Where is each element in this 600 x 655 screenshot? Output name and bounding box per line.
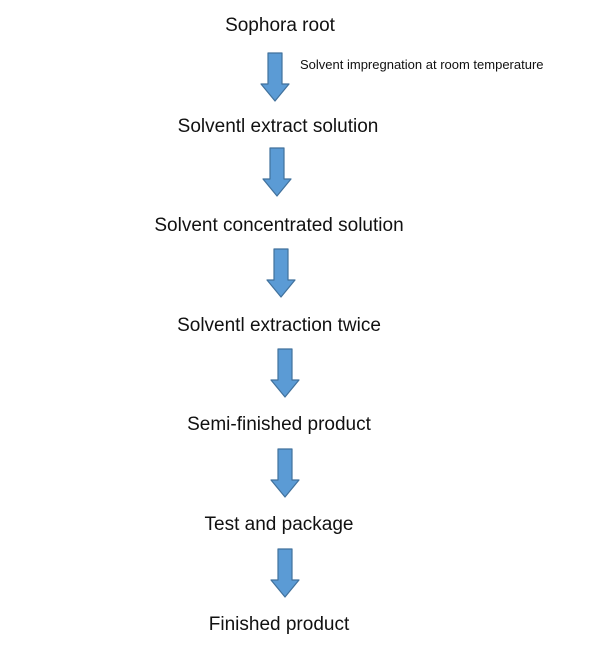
step-finished-product: Finished product <box>208 614 350 635</box>
step-solventl-extraction-twice: Solventl extraction twice <box>177 315 381 336</box>
step-solvent-concentrated-solution: Solvent concentrated solution <box>154 215 404 236</box>
down-arrow-icon <box>262 147 292 197</box>
down-arrow-icon <box>270 548 300 598</box>
step-sophora-root: Sophora root <box>225 15 335 36</box>
down-arrow-icon <box>270 348 300 398</box>
down-arrow-icon <box>270 448 300 498</box>
down-arrow-icon <box>266 248 296 298</box>
step-solventl-extract-solution: Solventl extract solution <box>177 116 379 137</box>
step-semi-finished-product: Semi-finished product <box>187 414 371 435</box>
annotation-solvent-impregnation: Solvent impregnation at room temperature <box>300 57 544 72</box>
step-test-and-package: Test and package <box>204 514 354 535</box>
down-arrow-icon <box>260 52 290 102</box>
